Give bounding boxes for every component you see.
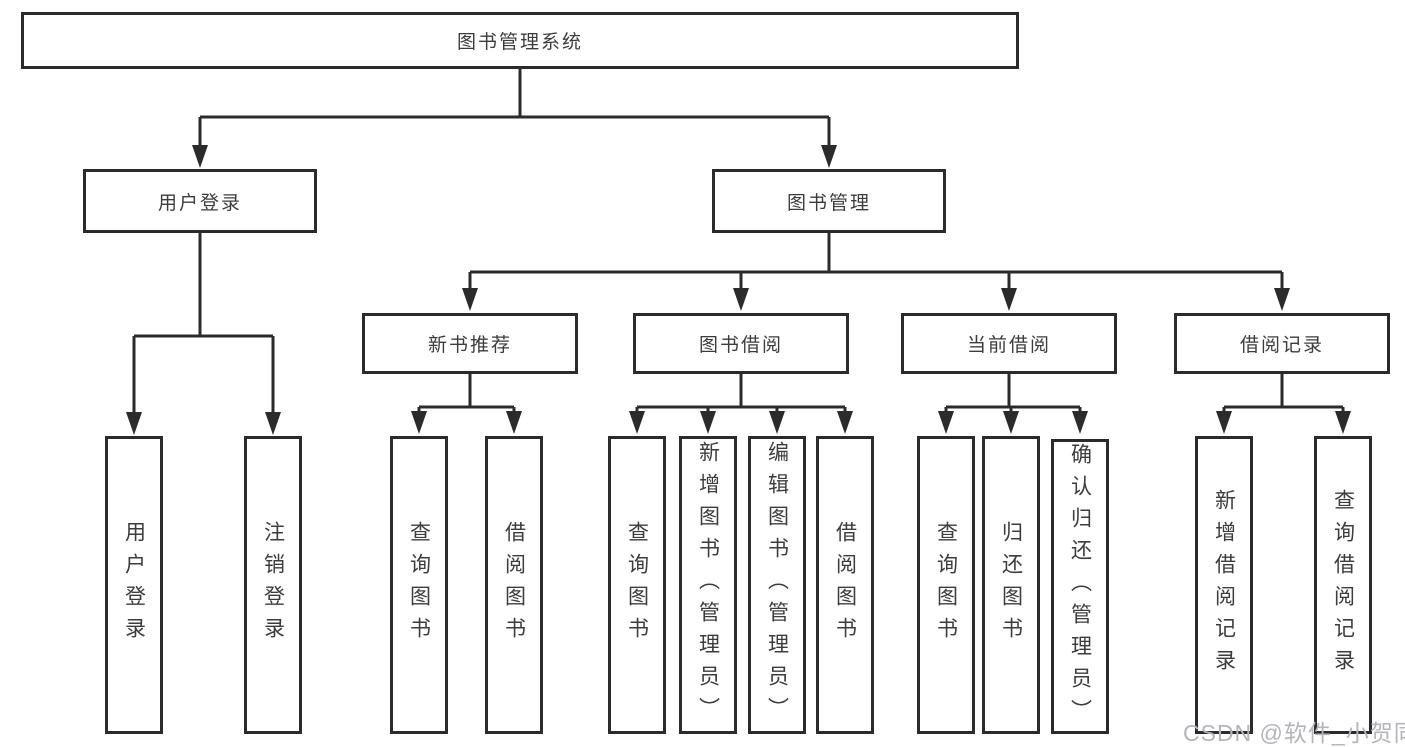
node-borrowing-records: 借阅记录 [1174,313,1390,374]
leaf-confirm-return-admin: 确认归还（管理员） [1051,439,1109,734]
leaf-logout: 注销登录 [244,436,302,734]
leaf-query-borrow-record-label: 查询借阅记录 [1331,489,1355,681]
leaf-user-login-label: 用户登录 [122,521,146,649]
leaf-query-books-1: 查询图书 [390,436,448,734]
leaf-query-books-1-label: 查询图书 [407,521,431,649]
node-book-management: 图书管理 [712,169,946,233]
tree-connector-path [132,69,1345,415]
node-current-borrowing-label: 当前借阅 [966,335,1051,356]
leaf-query-borrow-record: 查询借阅记录 [1314,436,1372,734]
leaf-query-books-3-label: 查询图书 [934,521,958,649]
leaf-borrow-books-1-label: 借阅图书 [502,521,526,649]
leaf-add-borrow-record: 新增借阅记录 [1195,436,1253,734]
leaf-query-books-3: 查询图书 [917,436,975,734]
leaf-borrow-books-2: 借阅图书 [816,436,874,734]
leaf-add-books-admin: 新增图书（管理员） [679,436,737,734]
csdn-watermark: CSDN @软件_小贺同学 [1183,720,1405,746]
arrowheads [126,145,1351,435]
node-user-login: 用户登录 [83,169,317,233]
node-current-borrowing: 当前借阅 [901,313,1117,374]
node-book-management-label: 图书管理 [786,192,871,214]
leaf-logout-label: 注销登录 [261,521,285,649]
node-root: 图书管理系统 [21,12,1019,69]
leaf-confirm-return-admin-label: 确认归还（管理员） [1068,442,1092,731]
leaf-borrow-books-1: 借阅图书 [485,436,543,734]
node-borrowing-records-label: 借阅记录 [1239,335,1324,356]
leaf-add-borrow-record-label: 新增借阅记录 [1212,489,1236,681]
leaf-edit-books-admin-label: 编辑图书（管理员） [765,441,789,729]
node-book-borrowing: 图书借阅 [633,313,849,374]
leaf-borrow-books-2-label: 借阅图书 [833,521,857,649]
node-book-borrowing-label: 图书借阅 [698,335,783,356]
node-new-book-recommend-label: 新书推荐 [427,335,512,356]
leaf-query-books-2: 查询图书 [608,436,666,734]
node-root-label: 图书管理系统 [456,32,583,53]
leaf-add-books-admin-label: 新增图书（管理员） [696,441,720,729]
node-user-login-label: 用户登录 [157,192,242,214]
leaf-return-books-label: 归还图书 [999,521,1023,649]
node-new-book-recommend: 新书推荐 [362,313,578,374]
leaf-user-login: 用户登录 [105,436,163,734]
leaf-edit-books-admin: 编辑图书（管理员） [748,436,806,734]
leaf-return-books: 归还图书 [982,436,1040,734]
leaf-query-books-2-label: 查询图书 [625,521,649,649]
